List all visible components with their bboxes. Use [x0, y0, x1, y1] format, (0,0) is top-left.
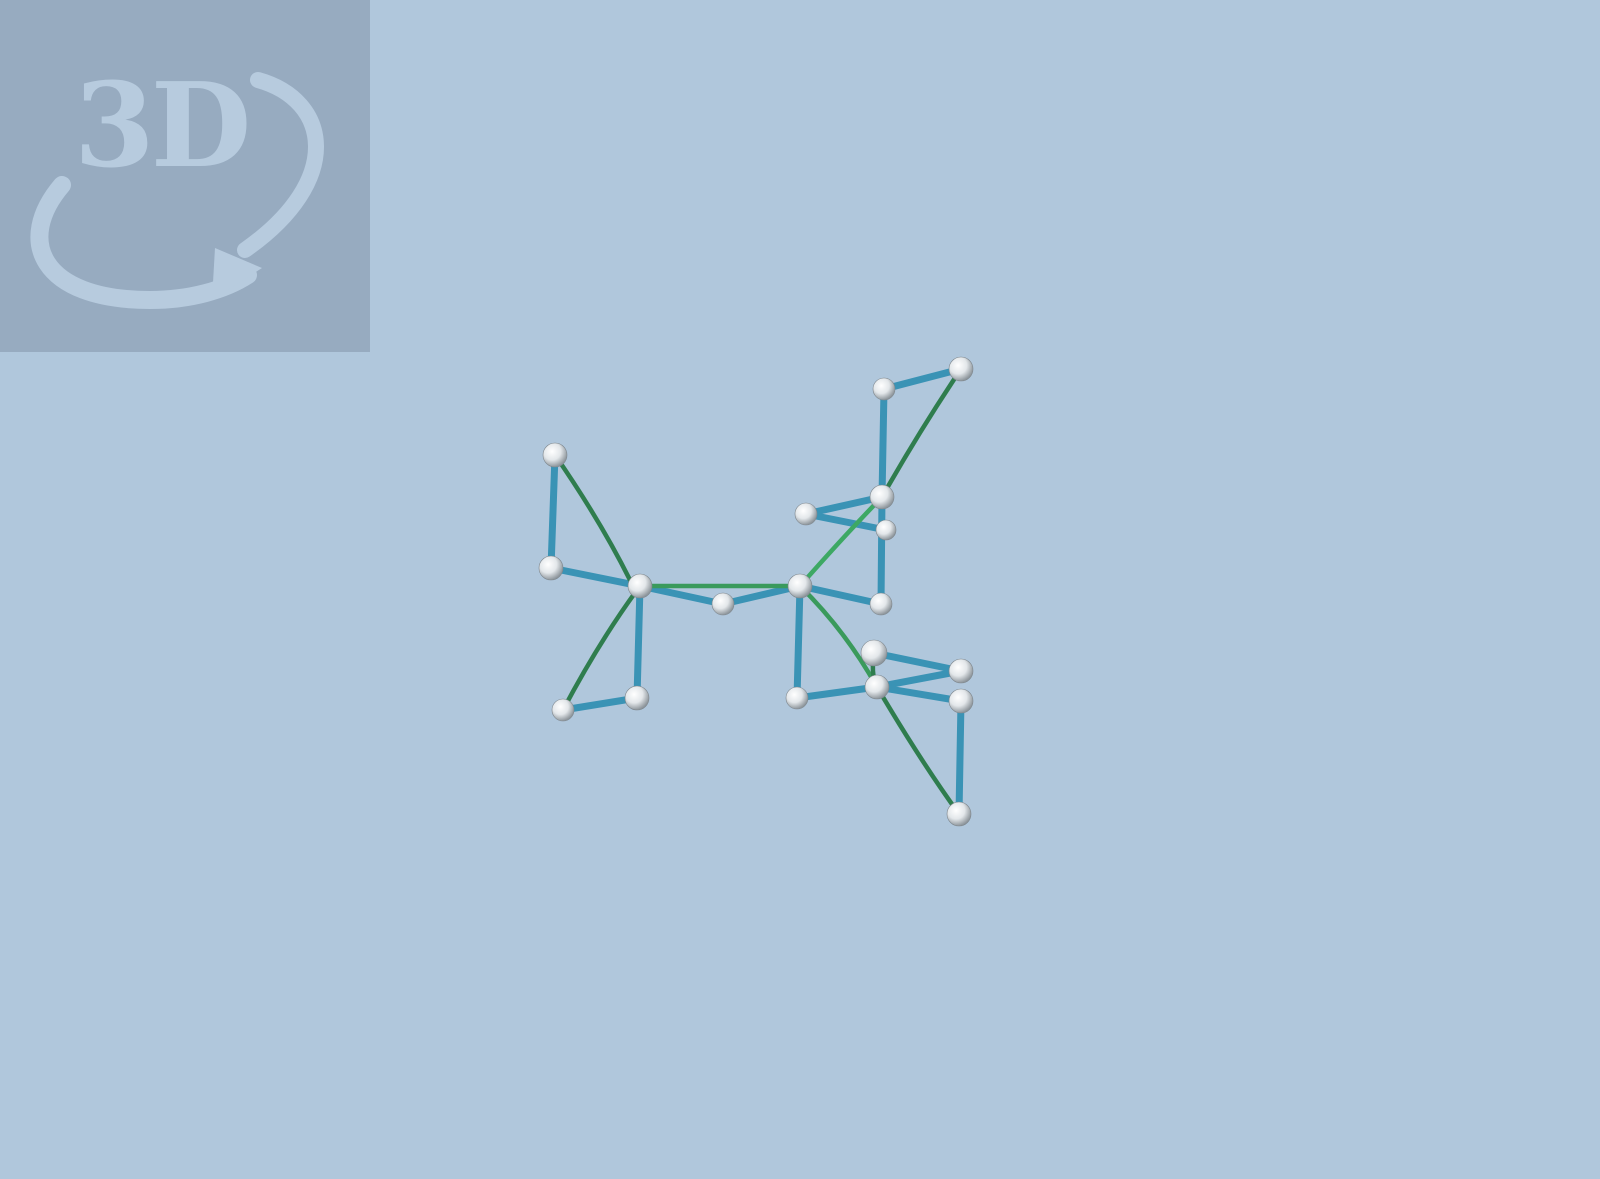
- bond: [802, 510, 890, 534]
- atom[interactable]: [794, 502, 818, 526]
- atom[interactable]: [875, 519, 897, 541]
- bond: [873, 667, 965, 691]
- atom[interactable]: [872, 377, 896, 401]
- bond: [552, 452, 633, 583]
- bond: [547, 451, 559, 572]
- bond: [547, 564, 644, 590]
- atom[interactable]: [538, 555, 564, 581]
- atom[interactable]: [787, 573, 813, 599]
- atom[interactable]: [948, 658, 974, 684]
- atom[interactable]: [946, 801, 972, 827]
- atom[interactable]: [869, 592, 893, 616]
- atom[interactable]: [864, 674, 890, 700]
- bond: [636, 582, 727, 608]
- bond: [796, 582, 885, 608]
- atom[interactable]: [785, 686, 809, 710]
- bond: [873, 683, 965, 705]
- atom[interactable]: [551, 698, 575, 722]
- 3d-badge[interactable]: 3D: [0, 0, 370, 352]
- green-bonds: [552, 366, 964, 817]
- bond: [560, 583, 643, 713]
- atom[interactable]: [948, 356, 974, 382]
- bond: [559, 694, 641, 714]
- badge-label: 3D: [74, 58, 251, 194]
- atoms: [538, 356, 974, 827]
- bond: [874, 684, 962, 817]
- atom[interactable]: [948, 688, 974, 714]
- bond: [793, 582, 804, 702]
- bond: [877, 493, 886, 608]
- atom[interactable]: [624, 685, 650, 711]
- blue-bonds: [547, 365, 965, 818]
- bond: [878, 385, 888, 501]
- bond: [797, 583, 880, 690]
- atom[interactable]: [542, 442, 568, 468]
- atom[interactable]: [860, 639, 888, 667]
- atom[interactable]: [627, 573, 653, 599]
- bond: [633, 582, 644, 702]
- atom[interactable]: [711, 592, 735, 616]
- atom[interactable]: [869, 484, 895, 510]
- bond: [719, 582, 804, 608]
- bond: [793, 683, 881, 702]
- bond: [879, 366, 964, 500]
- bond: [880, 365, 965, 393]
- bond: [955, 697, 965, 818]
- bond: [802, 493, 886, 518]
- rotate-3d-icon: [30, 72, 324, 310]
- bond: [870, 649, 965, 675]
